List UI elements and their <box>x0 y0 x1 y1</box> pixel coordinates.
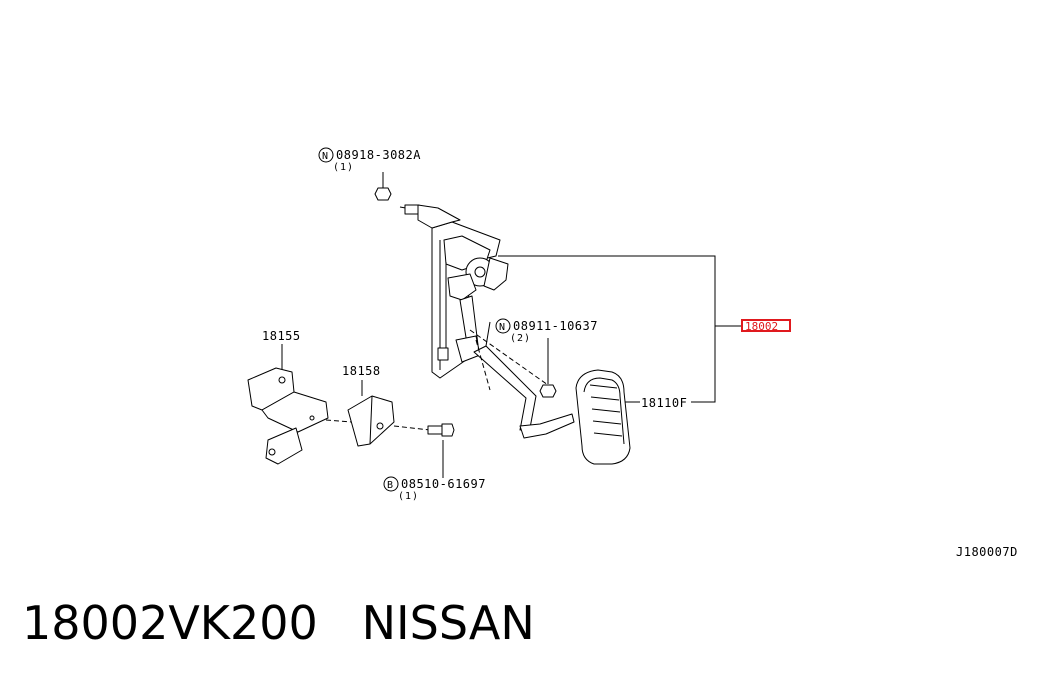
bracket-18158-drawing <box>347 395 395 447</box>
fastener-code-08918: 08918-3082A <box>336 148 421 162</box>
part-label-18002[interactable]: 18002 <box>745 320 778 333</box>
part-highlight-18002[interactable] <box>741 319 791 332</box>
bolt-08510 <box>427 423 455 437</box>
pedal-pad-drawing <box>575 369 631 465</box>
fastener-qty-08918: (1) <box>333 162 354 173</box>
part-label-18158[interactable]: 18158 <box>342 364 381 378</box>
fastener-qty-08911: (2) <box>510 333 531 344</box>
nut-mid <box>539 384 557 398</box>
fastener-qty-08510: (1) <box>398 491 419 502</box>
fastener-code-08911: 08911-10637 <box>513 319 598 333</box>
fastener-callout-08918[interactable]: N 08918-3082A (1) <box>318 147 421 173</box>
fastener-callout-08510[interactable]: B 08510-61697 (1) <box>383 476 486 502</box>
caption-part-number: 18002VK200 <box>22 596 318 650</box>
diagram-code: J180007D <box>956 545 1018 559</box>
pedal-assembly-drawing <box>417 204 575 439</box>
nut-top <box>374 187 392 201</box>
bracket-18155-drawing <box>247 367 329 465</box>
part-label-18155[interactable]: 18155 <box>262 329 301 343</box>
fastener-code-08510: 08510-61697 <box>401 477 486 491</box>
caption-brand: NISSAN <box>361 596 535 650</box>
fastener-symbol-n: N <box>322 151 329 162</box>
part-label-18110f[interactable]: 18110F <box>641 396 687 410</box>
fastener-callout-08911[interactable]: N 08911-10637 (2) <box>495 318 598 344</box>
part-caption: 18002VK200 NISSAN <box>22 596 535 650</box>
fastener-symbol-n-2: N <box>499 322 506 333</box>
stud-top <box>404 204 420 215</box>
fastener-symbol-b: B <box>387 480 394 491</box>
